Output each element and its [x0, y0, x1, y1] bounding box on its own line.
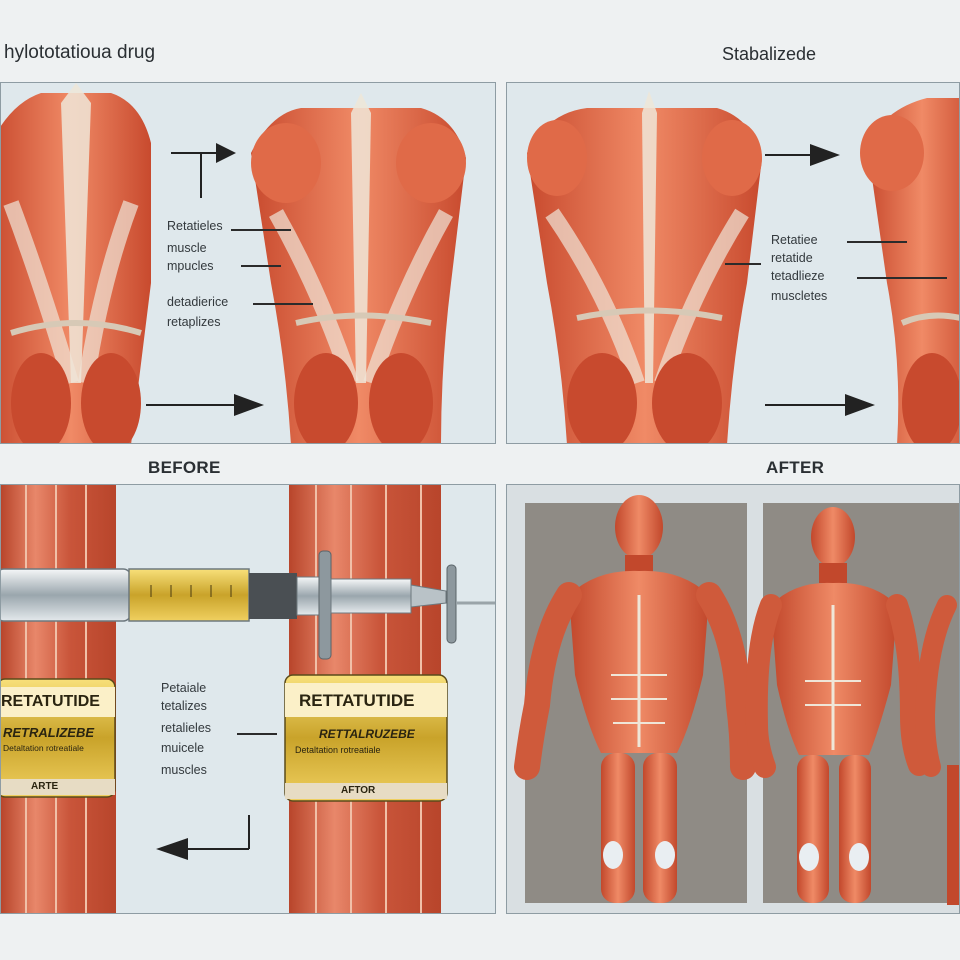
bottom-left-panel: RETATUTIDE RETRALIZEBE Detaltation rotre…	[0, 484, 496, 914]
label-retatiee: Retatiee	[771, 233, 818, 247]
right-vial-name: RETTATUTIDE	[299, 691, 415, 710]
label-retatide: retatide	[771, 251, 813, 265]
arrow-right-bottom-2	[765, 394, 875, 416]
after-label: AFTER	[766, 458, 825, 477]
left-vial-bottom: ARTE	[31, 781, 59, 792]
leader-line-6	[857, 277, 947, 279]
torso-figure-2	[251, 93, 466, 443]
right-vial-sub: RETTALRUZEBE	[319, 727, 415, 741]
label-tetadlieze: tetadlieze	[771, 269, 825, 283]
muscle-fiber-vials-illustration	[1, 485, 495, 913]
leader-line-2	[241, 265, 281, 267]
left-vial-sub: RETRALIZEBE	[3, 725, 94, 740]
label-detadierice: detadierice	[167, 295, 229, 309]
before-label: BEFORE	[148, 458, 221, 477]
left-vial-name: RETATUTIDE	[1, 693, 100, 710]
arrow-right-bottom	[146, 394, 264, 416]
label-retalieles: retalieles	[161, 721, 212, 735]
leader-line-5	[725, 263, 761, 265]
full-body-muscle-figures	[514, 495, 959, 905]
back-muscles-illustration-right	[527, 91, 959, 443]
top-left-title: hylototatioua drug	[4, 42, 156, 63]
muscle-figure-2	[745, 507, 930, 903]
arrow-right-top	[171, 143, 236, 198]
label-muscles: muscles	[161, 763, 207, 777]
right-vial-fine: Detaltation rotreatiale	[295, 745, 381, 755]
leader-line-1	[231, 229, 291, 231]
label-retaplizes: retaplizes	[167, 315, 221, 329]
label-mpucles: mpucles	[167, 259, 214, 273]
vial-label-left	[1, 678, 116, 798]
arrow-left-bottom	[156, 815, 250, 860]
muscle-figure-3-partial	[914, 595, 959, 905]
torso-figure-3	[527, 91, 762, 443]
top-right-panel: Retatiee retatide tetadlieze muscletes	[506, 82, 960, 444]
muscle-figure-1	[514, 495, 756, 903]
arrow-right-top-2	[765, 144, 840, 166]
leader-line-4	[847, 241, 907, 243]
label-muscle: muscle	[167, 241, 207, 255]
leader-line-3	[253, 303, 313, 305]
label-tetalizes: tetalizes	[161, 699, 207, 713]
back-muscles-illustration-left	[1, 83, 466, 443]
label-retatieles: Retatieles	[167, 219, 223, 233]
torso-figure-4	[860, 98, 959, 443]
vial-label-right	[284, 674, 448, 802]
label-muscletes: muscletes	[771, 289, 828, 303]
top-right-title: Stabalizede	[722, 44, 817, 64]
right-vial-bottom: AFTOR	[341, 785, 376, 796]
top-left-panel: Retatieles muscle mpucles detadierice re…	[0, 82, 496, 444]
torso-figure-1	[1, 83, 151, 443]
leader-line-7	[237, 733, 277, 735]
label-muicele: muicele	[161, 741, 205, 755]
bottom-right-panel	[506, 484, 960, 914]
syringe	[1, 550, 495, 660]
label-petaiale: Petaiale	[161, 681, 207, 695]
left-vial-fine: Detaltation rotreatiale	[3, 743, 84, 753]
